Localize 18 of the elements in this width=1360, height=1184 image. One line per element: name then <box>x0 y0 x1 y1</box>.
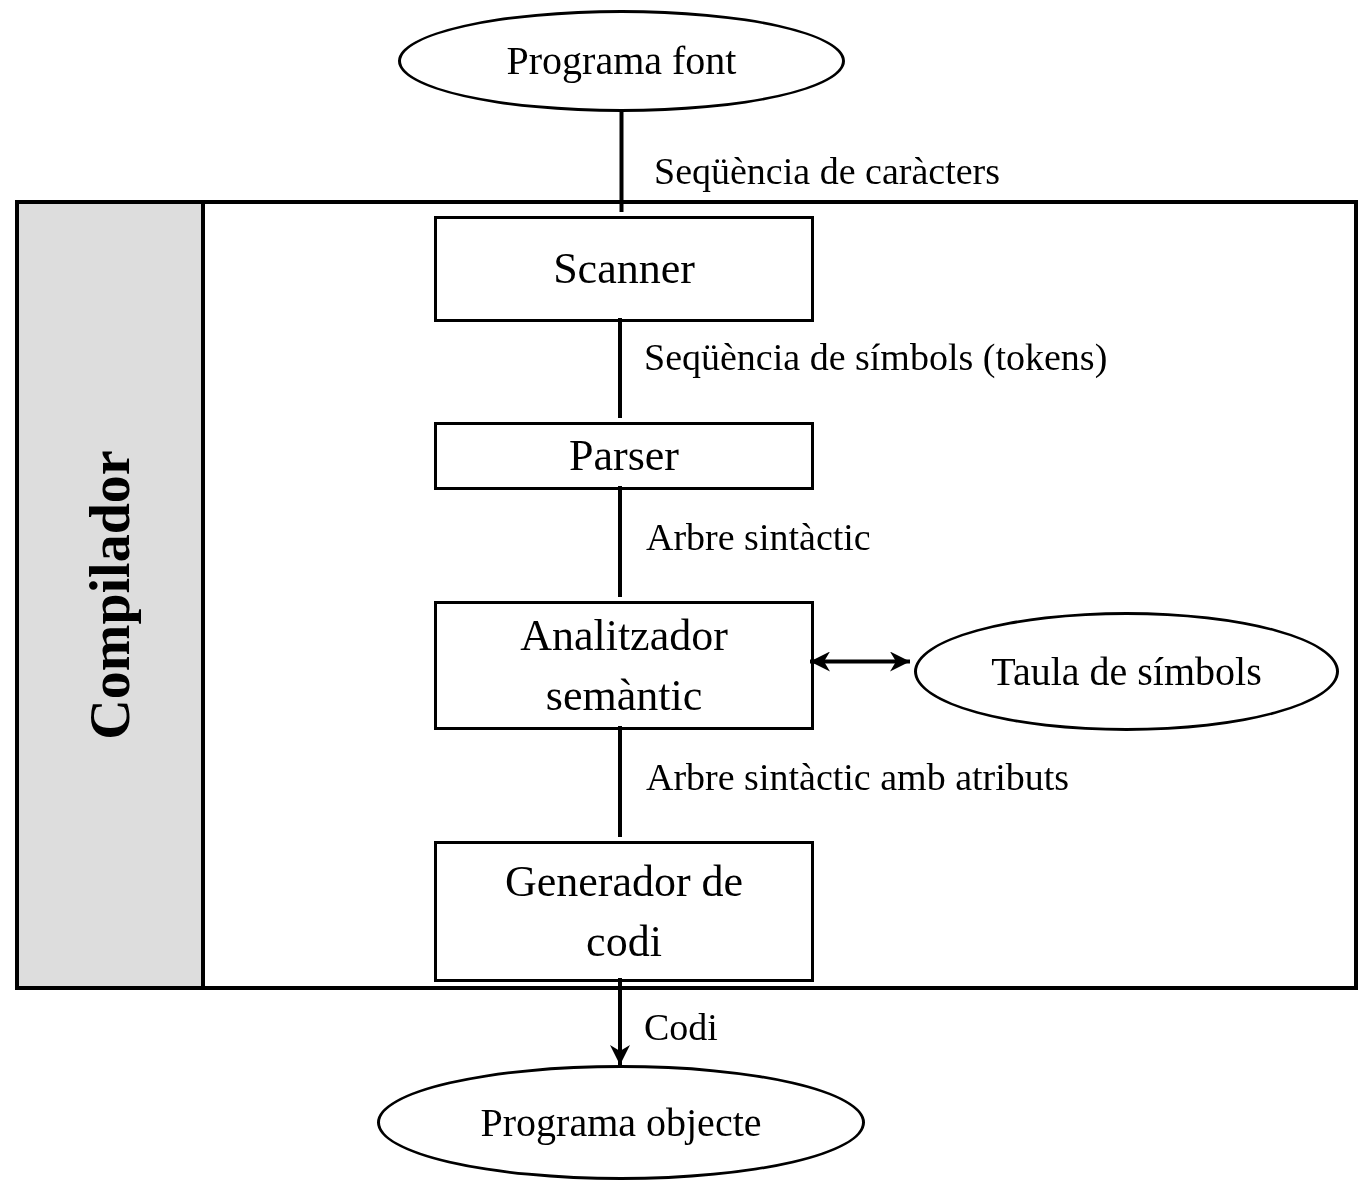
connector-line <box>618 486 622 597</box>
node-text: Scanner <box>552 243 696 295</box>
connector-line <box>619 112 624 212</box>
connector-line <box>618 318 622 418</box>
node-text: Generador de codi <box>503 855 745 968</box>
connector-line <box>610 978 630 1065</box>
compiler-frame <box>15 200 1358 990</box>
connector-line <box>810 651 910 672</box>
node-text: Programa font <box>505 39 738 83</box>
process-box <box>434 216 814 322</box>
node-text: Parser <box>568 430 680 482</box>
node-text: Taula de símbols <box>990 649 1263 694</box>
node-text: Programa objecte <box>479 1100 763 1145</box>
process-box <box>434 841 814 982</box>
node-text: Analitzador semàntic <box>519 609 729 722</box>
process-box <box>434 601 814 730</box>
connector-line <box>618 726 622 837</box>
process-box <box>434 422 814 490</box>
